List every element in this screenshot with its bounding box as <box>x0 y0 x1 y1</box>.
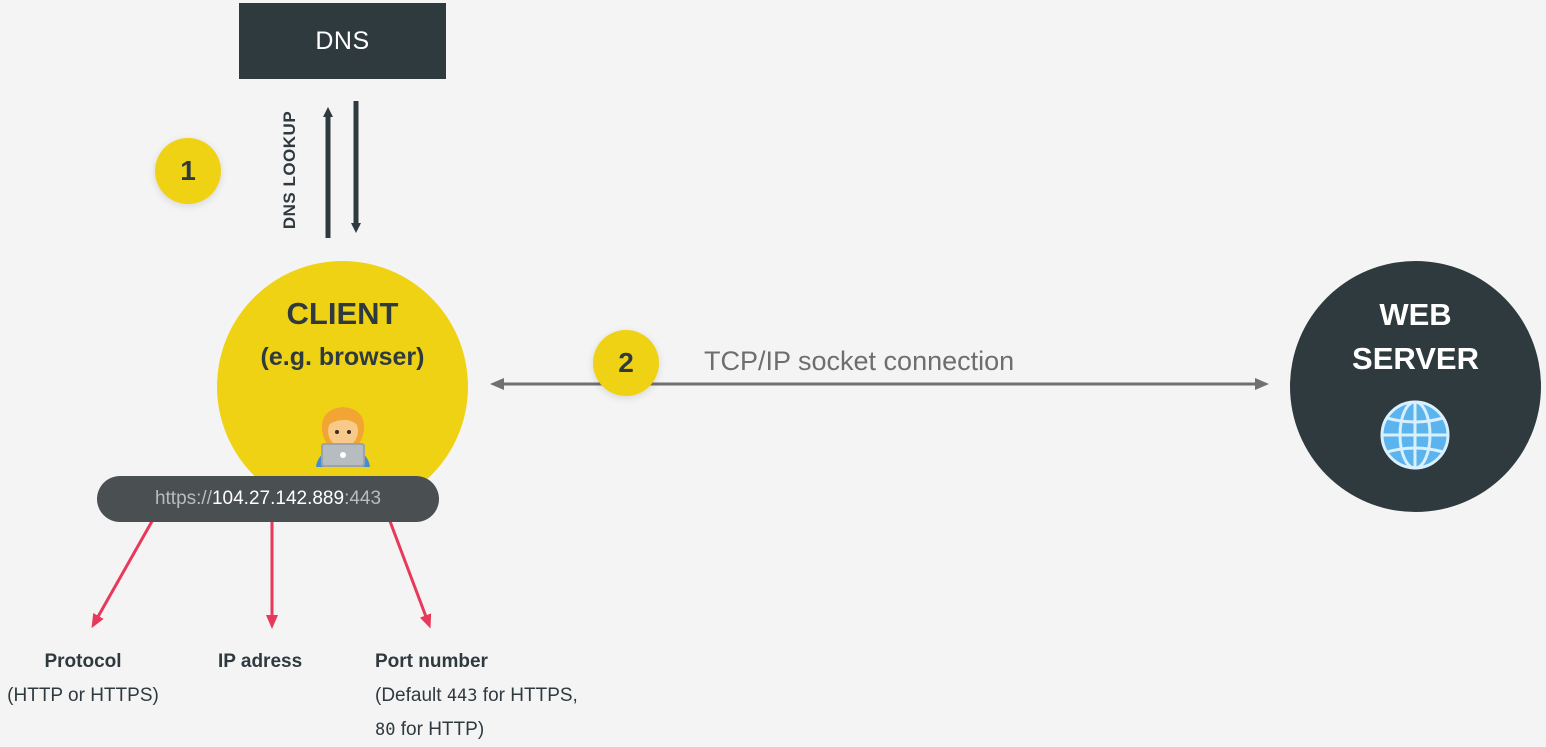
web-server-circle <box>1290 261 1541 512</box>
port-detail-line2: 80 for HTTP) <box>375 719 485 740</box>
protocol-pointer-arrow <box>91 515 157 629</box>
globe-icon <box>1380 400 1450 470</box>
protocol-title: Protocol <box>44 651 122 672</box>
client-circle <box>217 261 468 512</box>
person-with-laptop-icon <box>316 407 370 467</box>
web-server-title: WEB SERVER <box>1290 293 1541 381</box>
client-title: CLIENT <box>286 296 399 331</box>
url-ip: 104.27.142.889 <box>211 488 345 509</box>
web-server-line1: WEB <box>1379 297 1452 332</box>
tcp-connection-label: TCP/IP socket connection <box>704 346 1015 376</box>
url-port: :443 <box>344 488 382 509</box>
port-callout: Port number (Default 443 for HTTPS, 80 f… <box>375 645 578 747</box>
protocol-detail: (HTTP or HTTPS) <box>7 685 159 706</box>
protocol-callout: Protocol (HTTP or HTTPS) <box>0 645 166 713</box>
web-server-line2: SERVER <box>1352 341 1479 376</box>
dns-label: DNS <box>315 26 370 55</box>
client-subtitle: (e.g. browser) <box>260 343 425 371</box>
step-1-badge: 1 <box>155 138 221 204</box>
port-title: Port number <box>375 651 488 672</box>
dns-box: DNS <box>239 3 446 79</box>
https-port-value: 443 <box>446 686 478 706</box>
url-protocol: https:// <box>154 488 212 509</box>
ip-callout: IP adress <box>218 645 302 679</box>
port-pointer-arrow <box>386 515 432 629</box>
step-2-badge: 2 <box>593 330 659 396</box>
port-detail-line1: (Default 443 for HTTPS, <box>375 685 578 706</box>
ip-title: IP adress <box>218 651 303 672</box>
url-bar: https://104.27.142.889:443 <box>97 476 439 522</box>
http-port-value: 80 <box>375 720 396 740</box>
